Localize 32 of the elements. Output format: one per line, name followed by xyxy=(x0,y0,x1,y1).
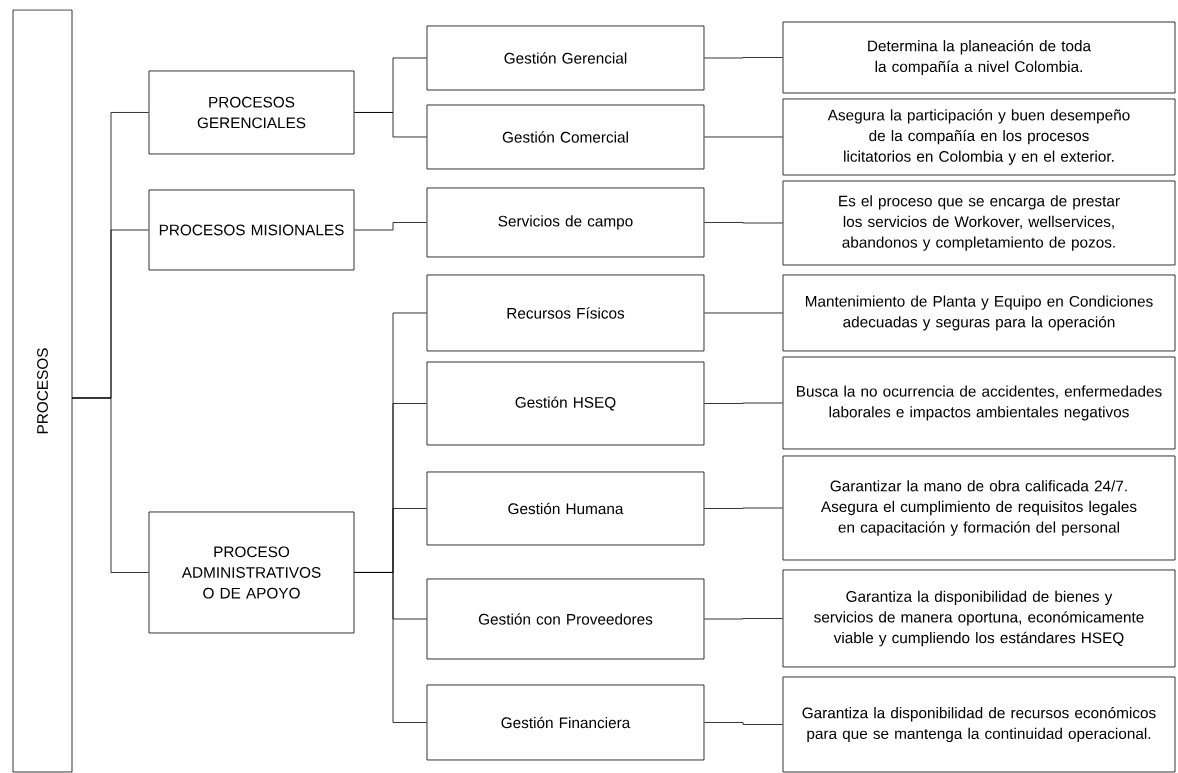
process-group-box: PROCESOS MISIONALES xyxy=(148,189,355,271)
connector-line xyxy=(354,112,427,138)
description-box: Garantiza la disponibilidad de bienes y servicios de manera oportuna, económicamente viable y cumpliendo los estándares HSEQ xyxy=(782,569,1176,668)
connector-line xyxy=(704,136,783,138)
connector-line xyxy=(704,507,783,509)
process-box: Gestión Comercial xyxy=(426,104,705,170)
connector-line xyxy=(704,402,783,404)
process-box: Gestión Gerencial xyxy=(426,25,705,91)
description-box: Asegura la participación y buen desempeño de la compañía en los procesos licitatorios en Colombia y en el exterior. xyxy=(782,98,1176,176)
process-box: Recursos Físicos xyxy=(426,274,705,352)
process-group-box: PROCESOS GERENCIALES xyxy=(148,70,355,155)
process-box: Gestión Financiera xyxy=(426,684,705,761)
description-box: Garantizar la mano de obra calificada 24/7. Asegura el cumplimiento de requisitos legales en capacitación y formación del personal xyxy=(782,455,1176,561)
connector-line xyxy=(704,722,783,725)
description-box: Es el proceso que se encarga de prestar los servicios de Workover, wellservices, abandonos y completamiento de pozos. xyxy=(782,180,1176,266)
connector-line xyxy=(704,222,783,224)
process-box: Gestión con Proveedores xyxy=(426,578,705,660)
description-box: Determina la planeación de toda la compañía a nivel Colombia. xyxy=(782,21,1176,94)
connector-line xyxy=(71,397,149,573)
connector-line xyxy=(704,312,783,314)
description-box: Busca la no ocurrencia de accidentes, enfermedades laborales e impactos ambientales negativos xyxy=(782,356,1176,450)
description-box: Garantiza la disponibilidad de recursos económicos para que se mantenga la continuidad operacional. xyxy=(782,676,1176,773)
description-box: Mantenimiento de Planta y Equipo en Condiciones adecuadas y seguras para la operación xyxy=(782,274,1176,352)
process-box: Servicios de campo xyxy=(426,187,705,258)
connector-line xyxy=(354,222,427,231)
connector-line xyxy=(704,57,783,59)
connector-line xyxy=(354,572,427,723)
connector-line xyxy=(704,618,783,620)
process-box: Gestión Humana xyxy=(426,471,705,546)
process-band: PROCESOS xyxy=(12,9,73,773)
process-group-box: PROCESO ADMINISTRATIVOS O DE APOYO xyxy=(148,511,355,634)
process-box: Gestión HSEQ xyxy=(426,361,705,446)
